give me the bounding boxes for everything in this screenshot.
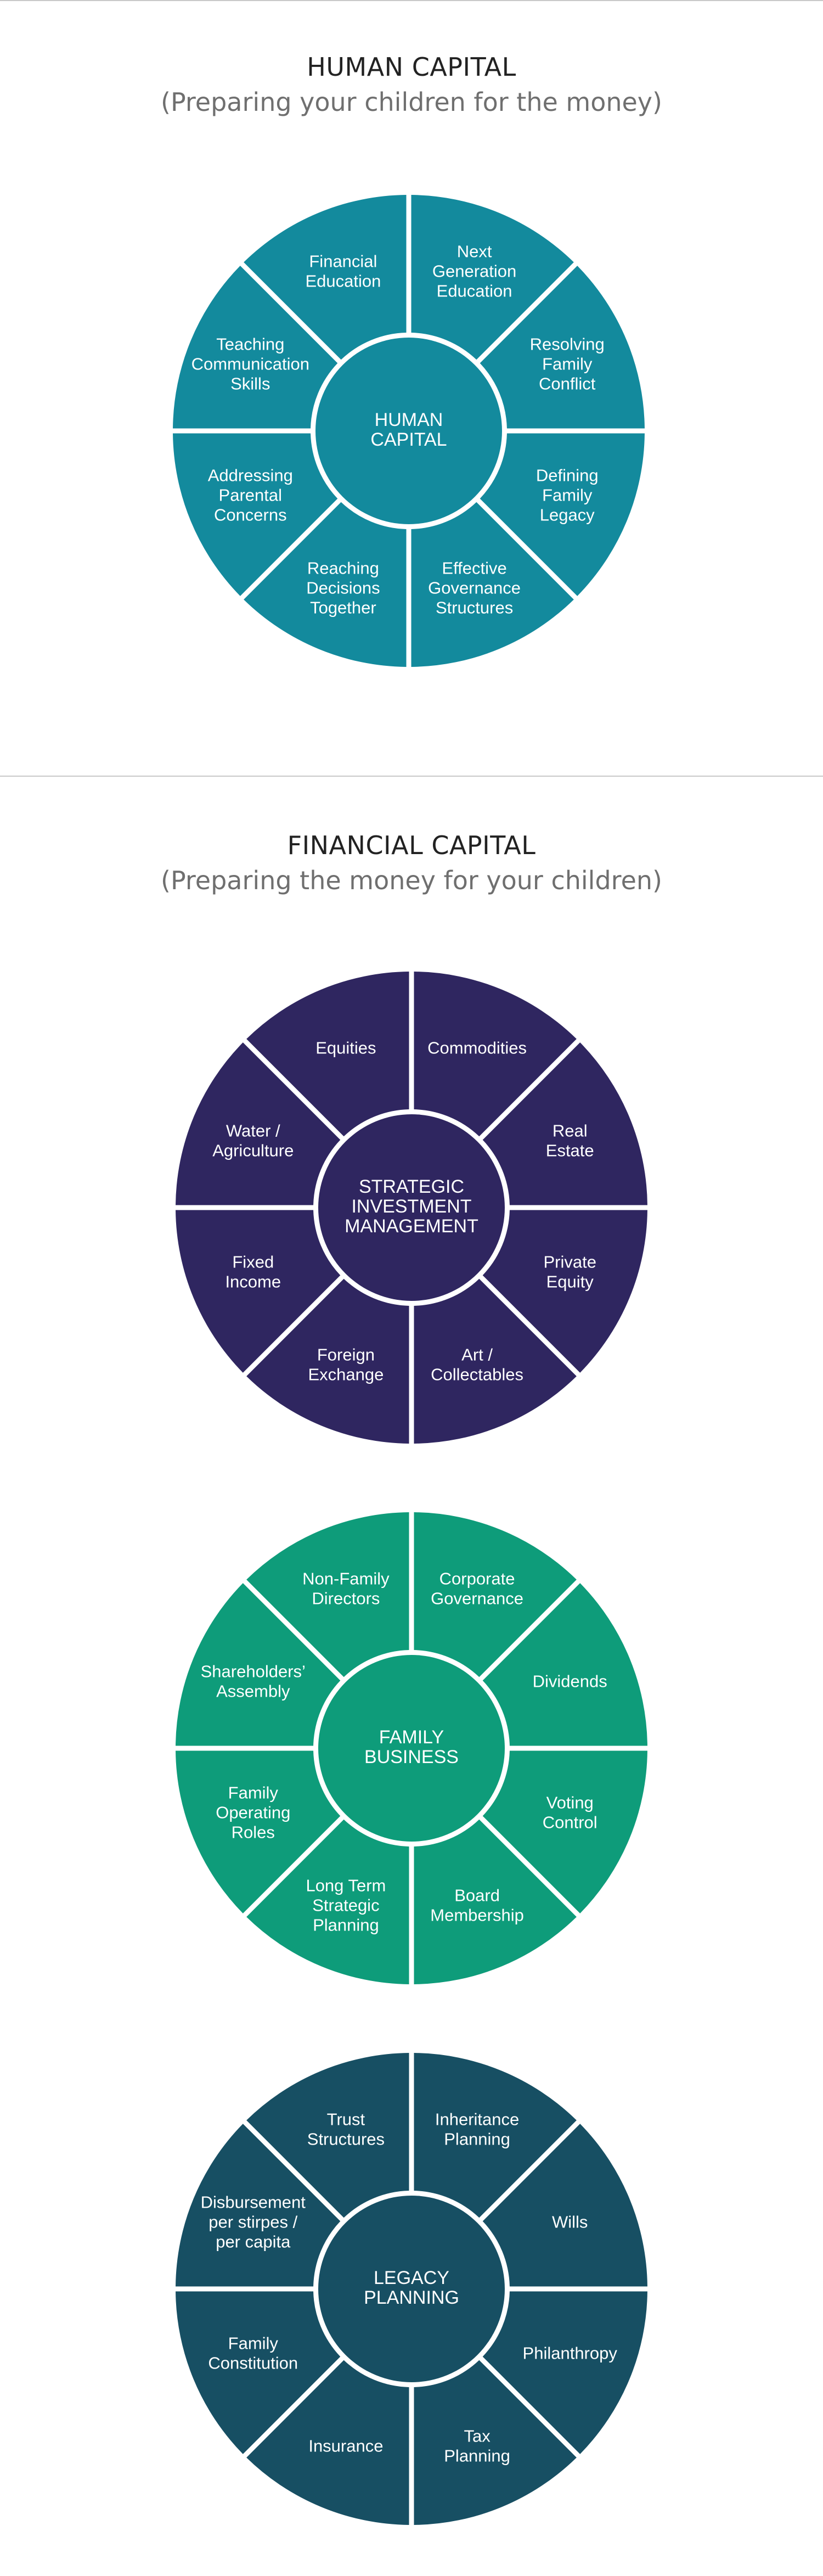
segment-inheritance-planning — [414, 2053, 577, 2218]
section-heading-human-capital: HUMAN CAPITAL (Preparing your children f… — [0, 49, 823, 120]
segment-philanthropy — [482, 2291, 647, 2454]
segment-fixed-income — [176, 1210, 341, 1373]
segment-equities — [246, 972, 409, 1137]
segment-teaching-communication-skills — [173, 266, 338, 429]
segment-tax-planning — [414, 2360, 577, 2525]
segment-water-agriculture — [176, 1042, 341, 1205]
segment-next-generation-education — [411, 195, 574, 360]
segment-non-family-directors — [246, 1512, 409, 1677]
segment-label-insurance: Insurance — [308, 2437, 383, 2456]
segment-label-dividends: Dividends — [533, 1672, 607, 1691]
segment-label-water-agriculture: Water /Agriculture — [212, 1121, 294, 1160]
segment-reaching-decisions-together — [244, 502, 407, 667]
segment-family-constitution — [176, 2291, 341, 2454]
segment-corporate-governance — [414, 1512, 577, 1677]
segment-foreign-exchange — [246, 1278, 409, 1444]
top-divider — [0, 0, 823, 1]
segment-private-equity — [482, 1210, 647, 1373]
segment-trust-structures — [246, 2053, 409, 2218]
segment-voting-control — [482, 1750, 647, 1913]
segment-label-equities: Equities — [315, 1038, 376, 1057]
segment-art-collectables — [414, 1278, 577, 1444]
segment-commodities — [414, 972, 577, 1137]
section-subtitle: (Preparing your children for the money) — [161, 87, 662, 117]
segment-shareholders-assembly — [176, 1583, 341, 1746]
segment-label-shareholders-assembly: Shareholders’Assembly — [201, 1662, 306, 1701]
wheel-hub — [318, 1114, 505, 1301]
segment-effective-governance-structures — [411, 502, 574, 667]
section-heading-financial-capital: FINANCIAL CAPITAL (Preparing the money f… — [0, 828, 823, 898]
segment-dividends — [482, 1583, 647, 1746]
segment-resolving-family-conflict — [480, 266, 645, 429]
segment-disbursement-per-stirpes-per-capita — [176, 2124, 341, 2287]
segment-label-art-collectables: Art /Collectables — [431, 1345, 523, 1384]
segment-family-operating-roles — [176, 1750, 341, 1913]
wheel-hub — [318, 2196, 505, 2382]
section-subtitle: (Preparing the money for your children) — [161, 866, 662, 895]
segment-long-term-strategic-planning — [246, 1819, 409, 1984]
segment-label-philanthropy: Philanthropy — [523, 2344, 618, 2363]
segment-label-commodities: Commodities — [427, 1038, 527, 1057]
segment-defining-family-legacy — [480, 433, 645, 596]
section-title: FINANCIAL CAPITAL — [287, 830, 536, 860]
wheel-hub — [318, 1655, 505, 1842]
segment-real-estate — [482, 1042, 647, 1205]
segment-wills — [482, 2124, 647, 2287]
segment-board-membership — [414, 1819, 577, 1984]
section-title: HUMAN CAPITAL — [307, 52, 516, 82]
segment-addressing-parental-concerns — [173, 433, 338, 596]
wheel-hub — [315, 338, 502, 524]
segment-financial-education — [244, 195, 407, 360]
segment-insurance — [246, 2360, 409, 2525]
segment-label-wills: Wills — [552, 2213, 588, 2232]
section-divider — [0, 776, 823, 777]
